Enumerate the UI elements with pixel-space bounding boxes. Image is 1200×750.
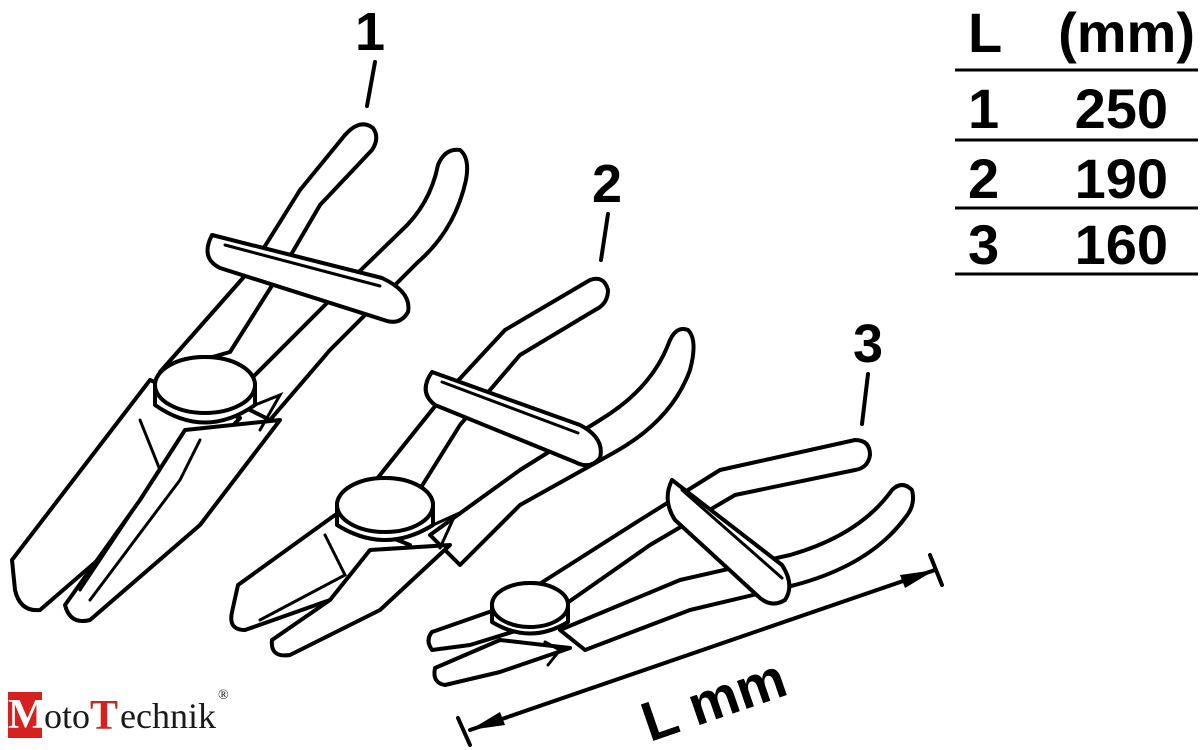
tool-3-handle-upper — [528, 438, 872, 610]
table-row-1-index: 1 — [968, 77, 999, 140]
logo-text-echnik: echnik — [120, 696, 216, 736]
logo-text-oto: oto — [44, 696, 91, 736]
tool-2-jaw-upper — [229, 513, 412, 632]
tool-3-clamp-ring — [665, 478, 792, 606]
logo-m-mark: M — [8, 692, 48, 738]
table-row-3-length: 160 — [1075, 213, 1168, 276]
tool-3-jaw-lower — [432, 638, 572, 687]
table-row-2-index: 2 — [968, 147, 999, 210]
mototechnik-logo: M oto T echnik ® — [8, 688, 229, 738]
label-tool-3: 3 — [853, 314, 883, 374]
dimension-arrow — [456, 553, 944, 747]
leader-line-2 — [599, 212, 610, 262]
tool-1-clamp-ring — [205, 233, 411, 324]
table-row-1-length: 250 — [1075, 77, 1168, 140]
logo-t-letter: T — [90, 693, 119, 739]
arrowhead-right — [900, 570, 935, 588]
label-tool-1: 1 — [355, 2, 385, 62]
leader-line-1 — [365, 60, 377, 108]
label-tool-2: 2 — [592, 154, 622, 214]
hose-clamp-pliers-3 — [426, 438, 916, 687]
hose-clamp-pliers-1 — [10, 122, 470, 623]
logo-registered-mark: ® — [218, 688, 229, 703]
table-header-mm: (mm) — [1058, 1, 1195, 64]
leader-line-3 — [860, 372, 870, 426]
hose-clamp-pliers-2 — [229, 276, 696, 658]
tool-1-jaw-lower — [63, 418, 282, 623]
size-table: L (mm) 1 250 2 190 3 160 — [955, 1, 1198, 276]
table-header-l: L — [968, 1, 1002, 64]
arrowhead-left — [470, 712, 505, 730]
dimension-label: L mm — [633, 646, 794, 750]
tool-2-jaw-lower — [269, 543, 452, 658]
tool-2-clamp-ring — [423, 370, 603, 468]
table-row-2-length: 190 — [1075, 147, 1168, 210]
table-row-3-index: 3 — [968, 213, 999, 276]
